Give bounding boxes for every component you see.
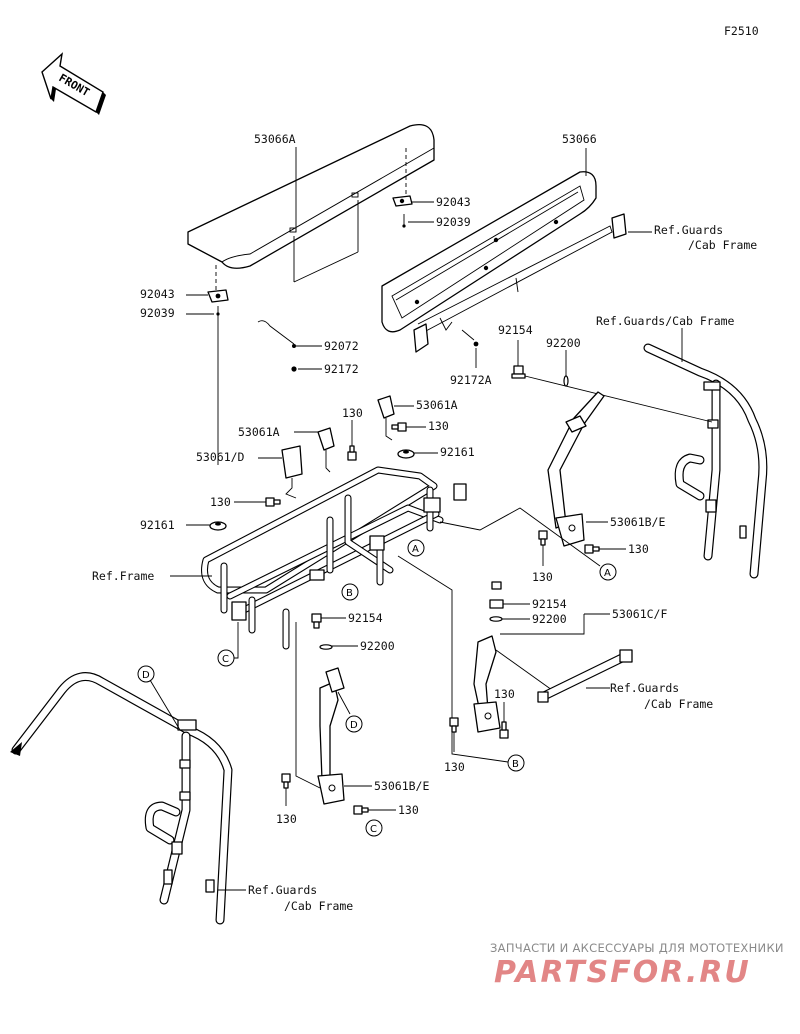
bracket-92043-left xyxy=(207,289,229,322)
buckle-53061A-left xyxy=(317,427,335,473)
label-53061A-left: 53061A xyxy=(238,425,280,439)
cab-cross-bar xyxy=(537,649,633,703)
callout-A-right: A xyxy=(599,563,617,581)
bracket-92043-right xyxy=(392,195,413,228)
clip-92072 xyxy=(257,320,295,345)
cab-frame-left xyxy=(10,672,233,925)
label-92154-upper: 92154 xyxy=(498,323,533,337)
ref-guards-mid: Ref.Guards/Cab Frame xyxy=(596,314,735,328)
grommet-92161-left xyxy=(209,521,227,531)
washer-92200-upper xyxy=(563,375,569,387)
buckle-53061D xyxy=(281,445,303,499)
figure-code: F2510 xyxy=(724,24,759,38)
callout-D-cab: D xyxy=(137,665,155,683)
callout-A-frame: A xyxy=(407,539,425,557)
nut-92154-center xyxy=(489,581,504,609)
label-92039-right: 92039 xyxy=(436,215,471,229)
label-130-center-l: 130 xyxy=(444,760,465,774)
label-130-lower-r: 130 xyxy=(398,803,419,817)
label-92039-left: 92039 xyxy=(140,306,175,320)
bolt-130-mid xyxy=(391,422,407,432)
svg-text:A: A xyxy=(604,568,611,579)
label-92154-center: 92154 xyxy=(532,597,567,611)
buckle-53061A-top xyxy=(377,395,395,441)
ref-guards-lower-line2: /Cab Frame xyxy=(284,899,353,913)
washer-92200-center xyxy=(489,616,503,622)
svg-text:A: A xyxy=(412,544,419,555)
label-92172: 92172 xyxy=(324,362,359,376)
ref-guards-top-line1: Ref.Guards xyxy=(654,223,723,237)
ref-guards-center-line2: /Cab Frame xyxy=(644,697,713,711)
watermark-logo: PARTSFOR.RU xyxy=(494,955,751,990)
label-92043-right: 92043 xyxy=(436,195,471,209)
label-130-top: 130 xyxy=(342,406,363,420)
label-53066: 53066 xyxy=(562,132,597,146)
bolt-130-lower-r xyxy=(353,805,369,815)
label-92172A: 92172A xyxy=(450,373,492,387)
bolt-92154-mid xyxy=(311,613,322,629)
svg-text:B: B xyxy=(346,588,353,599)
label-130-mid: 130 xyxy=(428,419,449,433)
callout-D-belt: D xyxy=(345,715,363,733)
seatbelt-53061BE-lower xyxy=(317,667,351,805)
ref-guards-lower-line1: Ref.Guards xyxy=(248,883,317,897)
callout-C-lower: C xyxy=(365,819,383,837)
screw-92172A xyxy=(473,341,479,347)
label-53061A-top: 53061A xyxy=(416,398,458,412)
bolt-130-center-l xyxy=(449,717,459,733)
label-53066A: 53066A xyxy=(254,132,296,146)
seat-frame xyxy=(201,466,467,650)
label-92072: 92072 xyxy=(324,339,359,353)
label-130-right-a: 130 xyxy=(628,542,649,556)
label-92161-right: 92161 xyxy=(440,445,475,459)
label-53061CF: 53061C/F xyxy=(612,607,667,621)
callout-C-frame: C xyxy=(217,649,235,667)
svg-text:C: C xyxy=(370,824,377,835)
label-92043-left: 92043 xyxy=(140,287,175,301)
label-92200-mid: 92200 xyxy=(360,639,395,653)
svg-text:B: B xyxy=(512,759,519,770)
label-130-right-b: 130 xyxy=(532,570,553,584)
seatbelt-53061CF xyxy=(473,635,501,733)
label-53061BE-lower: 53061B/E xyxy=(374,779,429,793)
bolt-130-lower-l xyxy=(281,773,291,789)
bolt-130-right-a xyxy=(584,544,600,554)
svg-text:D: D xyxy=(142,670,150,681)
cab-frame-right xyxy=(643,343,768,579)
ref-guards-top-line2: /Cab Frame xyxy=(688,238,757,252)
washer-92200-mid xyxy=(319,644,333,650)
label-53061D: 53061/D xyxy=(196,450,245,464)
label-92200-center: 92200 xyxy=(532,612,567,626)
label-130-left: 130 xyxy=(210,495,231,509)
label-92200-upper: 92200 xyxy=(546,336,581,350)
label-92161-left: 92161 xyxy=(140,518,175,532)
bolt-92154-upper xyxy=(511,365,526,379)
ref-frame: Ref.Frame xyxy=(92,569,154,583)
watermark-caption: ЗАПЧАСТИ И АКСЕССУАРЫ ДЛЯ МОТОТЕХНИКИ xyxy=(490,941,784,955)
svg-text:C: C xyxy=(222,654,229,665)
label-130-lower-l: 130 xyxy=(276,812,297,826)
callout-B-frame: B xyxy=(341,583,359,601)
callout-B-lower: B xyxy=(507,754,525,772)
bolt-130-right-b xyxy=(538,530,548,546)
bolt-130-top xyxy=(347,445,357,461)
grommet-92161-right xyxy=(397,449,415,459)
bolt-130-left xyxy=(265,497,281,507)
label-92154-mid: 92154 xyxy=(348,611,383,625)
seat-back-53066 xyxy=(381,171,627,353)
svg-text:D: D xyxy=(350,720,358,731)
front-arrow-icon: FRONT xyxy=(41,52,106,115)
ref-guards-center-line1: Ref.Guards xyxy=(610,681,679,695)
screw-92172 xyxy=(291,366,297,372)
bolt-130-center-r xyxy=(499,721,509,739)
label-53061BE-right: 53061B/E xyxy=(610,515,665,529)
seat-cushion-53066A xyxy=(187,123,435,269)
seatbelt-53061BE-right xyxy=(547,391,605,547)
label-130-center-r: 130 xyxy=(494,687,515,701)
